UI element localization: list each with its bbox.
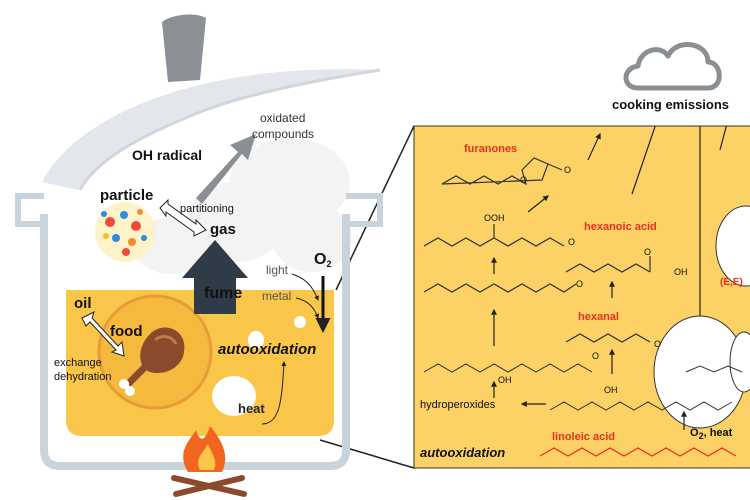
hexanal-o: O bbox=[654, 339, 662, 349]
compounds-label: compounds bbox=[252, 127, 315, 141]
panel-ellipse bbox=[715, 205, 750, 287]
furanones-label: furanones bbox=[464, 143, 518, 155]
ee-label: (E,E) bbox=[720, 277, 743, 288]
reaction-panel-content bbox=[423, 126, 750, 457]
hexanal-label: hexanal bbox=[578, 311, 619, 323]
fume-label: fume bbox=[204, 285, 243, 302]
light-label: light bbox=[266, 263, 289, 277]
fume-arrow bbox=[182, 240, 248, 314]
aldehyde-o-2: O bbox=[576, 279, 584, 289]
o2-heat-label: O2, heat bbox=[690, 428, 732, 441]
bubble bbox=[248, 331, 264, 349]
autooxidation-pot-label: autooxidation bbox=[218, 341, 317, 358]
hexanoic-acid-label: hexanoic acid bbox=[584, 221, 657, 233]
exchange-label: exchange bbox=[54, 357, 102, 369]
hydroperoxides-label: hydroperoxides bbox=[420, 399, 496, 411]
furanone-molecule bbox=[441, 157, 549, 186]
lid-knob bbox=[162, 14, 206, 82]
partitioning-label: partitioning bbox=[180, 203, 234, 215]
hydroperoxide-long-chain bbox=[423, 363, 593, 373]
bubble bbox=[294, 316, 306, 328]
pot-handle-left bbox=[15, 193, 44, 227]
cloud-icon bbox=[623, 42, 722, 91]
particle-cluster-icon bbox=[95, 202, 155, 262]
o2-heat-rest: , heat bbox=[703, 427, 733, 439]
oxidated-label: oxidated bbox=[260, 111, 306, 125]
o2-heat-main: O bbox=[690, 427, 699, 439]
zoom-line-bottom bbox=[319, 439, 415, 469]
chicken-leg-icon bbox=[119, 327, 185, 396]
flame-icon bbox=[171, 426, 247, 497]
o2-main: O bbox=[314, 251, 327, 268]
light-arrow bbox=[291, 273, 319, 301]
heat-label: heat bbox=[238, 401, 265, 416]
heat-arrow bbox=[261, 361, 287, 425]
metal-label: metal bbox=[262, 289, 292, 303]
partitioning-arrow bbox=[159, 198, 207, 237]
food-label: food bbox=[110, 323, 143, 340]
oxidation-arrow bbox=[196, 134, 256, 204]
mid-oh: OH bbox=[604, 385, 618, 395]
exchange-arrow bbox=[81, 311, 125, 357]
o2-heat-sub: 2 bbox=[698, 431, 704, 441]
aldehyde-o-1: O bbox=[568, 237, 576, 247]
panel-ellipse bbox=[729, 331, 750, 393]
autooxidation-panel-label: autooxidation bbox=[420, 445, 506, 460]
top-chain-o: O bbox=[592, 351, 600, 361]
hexanal-molecule bbox=[565, 333, 651, 343]
linoleic-acid-label: linoleic acid bbox=[552, 431, 615, 443]
oh-radical-label: OH radical bbox=[132, 147, 203, 163]
dehydration-label: dehydration bbox=[54, 371, 112, 383]
pot-lid bbox=[42, 69, 380, 190]
pot-handle-right bbox=[346, 193, 383, 227]
aldehyde-chain bbox=[423, 283, 577, 293]
o2-sub: 2 bbox=[326, 259, 332, 269]
linoleic-acid-chain bbox=[539, 447, 737, 457]
ooh-label: OOH bbox=[484, 213, 505, 223]
hydro-oh: OH bbox=[498, 375, 512, 385]
acid-oh: OH bbox=[674, 267, 688, 277]
hexanoic-acid-molecule bbox=[565, 263, 651, 273]
bubble bbox=[212, 376, 256, 416]
particle-label: particle bbox=[100, 187, 154, 204]
oil-label: oil bbox=[74, 295, 92, 312]
acid-o: O bbox=[644, 247, 652, 257]
gas-label: gas bbox=[210, 221, 236, 238]
furanone-ring-o: O bbox=[520, 175, 528, 185]
metal-arrow bbox=[295, 297, 320, 319]
o2-label: O2 bbox=[314, 252, 331, 269]
furanone-o: O bbox=[564, 165, 572, 175]
cooking-emissions-label: cooking emissions bbox=[612, 97, 730, 112]
